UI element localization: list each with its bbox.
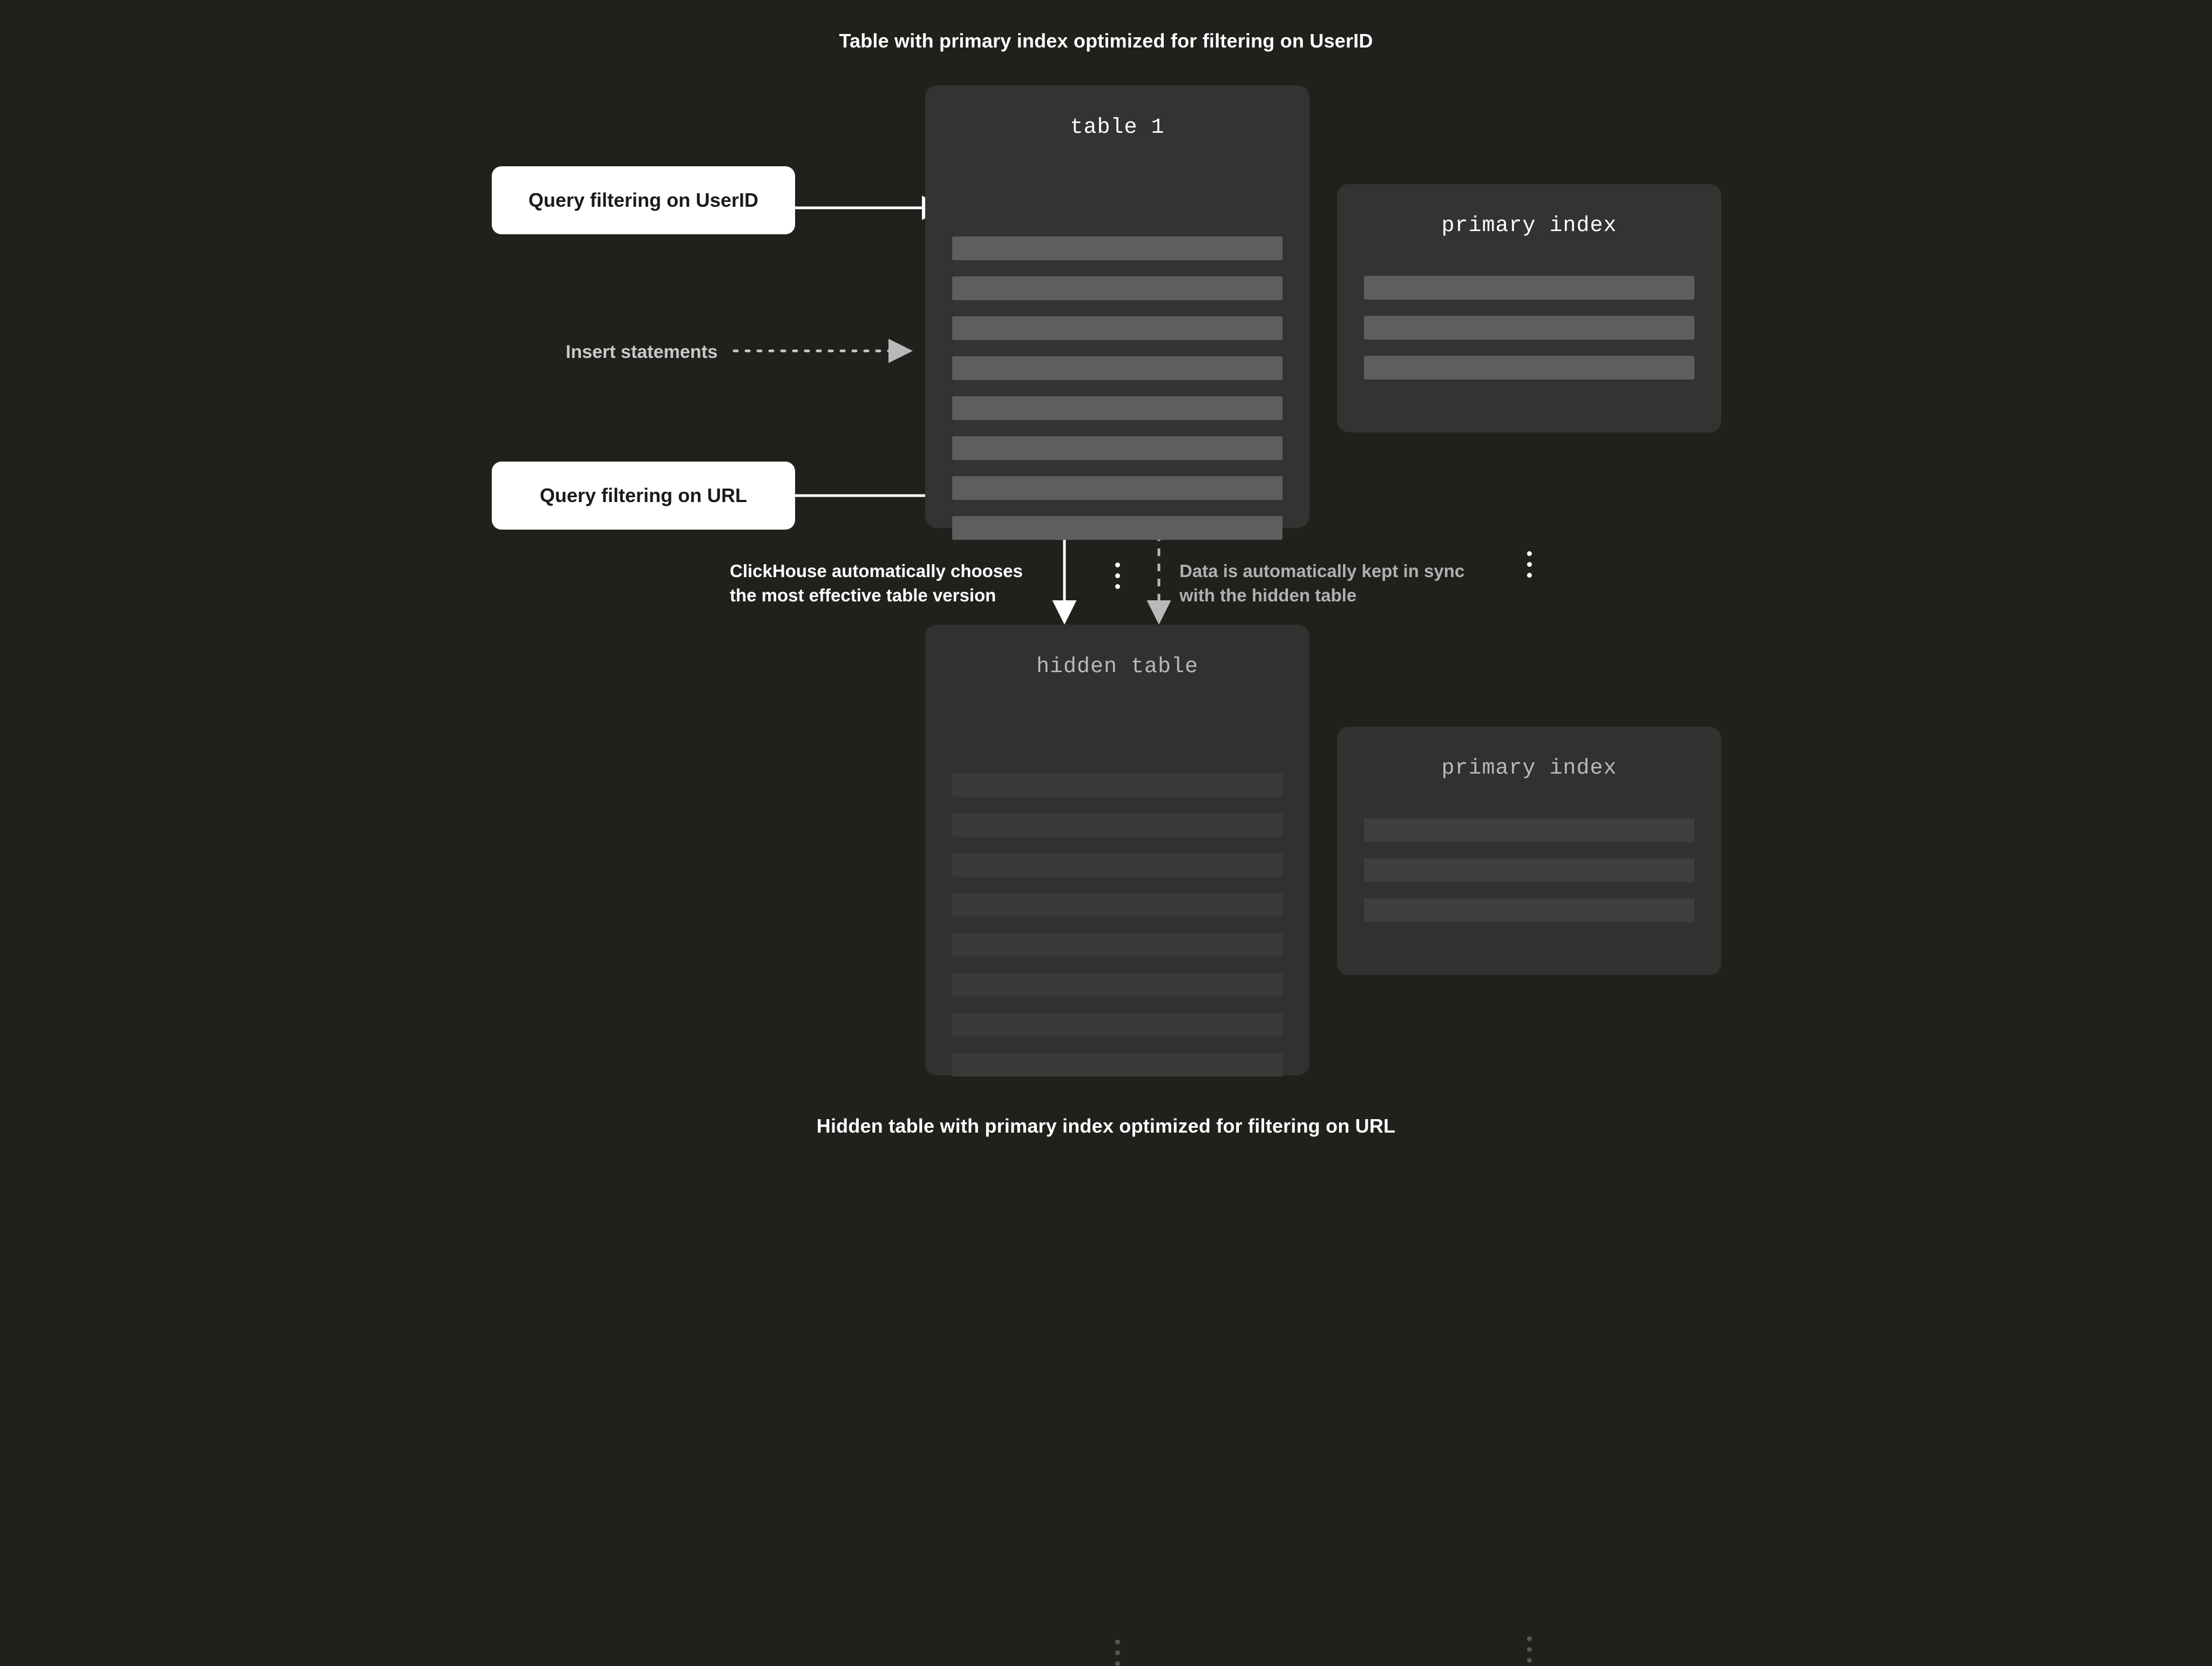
hidden-table-card: hidden table: [925, 625, 1309, 1666]
query-filtering-url-box[interactable]: Query filtering on URL: [492, 462, 795, 530]
table-row: [952, 476, 1283, 500]
table-row: [952, 516, 1283, 540]
index-row: [1364, 356, 1694, 380]
table-row: [952, 316, 1283, 340]
table-row: [952, 236, 1283, 260]
clickhouse-chooses-label: ClickHouse automatically chooses the mos…: [730, 559, 1023, 607]
index-row: [1364, 276, 1694, 300]
table-row: [952, 773, 1283, 797]
table-row: [952, 1013, 1283, 1037]
vertical-ellipsis-icon: [925, 1640, 1309, 1666]
index-row: [1364, 818, 1694, 842]
data-sync-line-2: with the hidden table: [1179, 585, 1357, 605]
table-row: [952, 276, 1283, 300]
table-one-card: table 1: [925, 85, 1309, 589]
primary-index-card: primary index: [1337, 184, 1721, 578]
table-one-title: table 1: [1070, 116, 1165, 140]
vertical-ellipsis-icon: [1337, 551, 1721, 578]
table-row: [952, 813, 1283, 837]
hidden-table-title: hidden table: [1036, 655, 1199, 679]
clickhouse-chooses-line-1: ClickHouse automatically chooses: [730, 561, 1023, 581]
index-row: [1364, 898, 1694, 922]
data-sync-label: Data is automatically kept in sync with …: [1179, 559, 1464, 607]
vertical-ellipsis-icon: [925, 563, 1309, 589]
table-row: [952, 436, 1283, 460]
hidden-table-rows: [925, 773, 1309, 1093]
bottom-caption: Hidden table with primary index optimize…: [816, 1115, 1396, 1137]
table-row: [952, 1053, 1283, 1076]
primary-index-rows: [1337, 276, 1721, 396]
index-row: [1364, 316, 1694, 340]
query-filtering-userid-box[interactable]: Query filtering on UserID: [492, 166, 795, 234]
table-row: [952, 356, 1283, 380]
hidden-primary-index-card: primary index: [1337, 727, 1721, 1663]
table-row: [952, 853, 1283, 877]
primary-index-title: primary index: [1441, 214, 1617, 238]
table-one-rows: [925, 236, 1309, 556]
table-row: [952, 973, 1283, 997]
table-row: [952, 933, 1283, 957]
top-caption: Table with primary index optimized for f…: [839, 30, 1373, 52]
diagram-canvas: Table with primary index optimized for f…: [492, 30, 1721, 1666]
clickhouse-chooses-line-2: the most effective table version: [730, 585, 996, 605]
table-row: [952, 893, 1283, 917]
hidden-primary-index-rows: [1337, 818, 1721, 938]
table-row: [952, 396, 1283, 420]
index-row: [1364, 858, 1694, 882]
data-sync-line-1: Data is automatically kept in sync: [1179, 561, 1465, 581]
insert-statements-label: Insert statements: [566, 342, 718, 362]
hidden-primary-index-title: primary index: [1441, 756, 1617, 781]
vertical-ellipsis-icon: [1337, 1636, 1721, 1663]
